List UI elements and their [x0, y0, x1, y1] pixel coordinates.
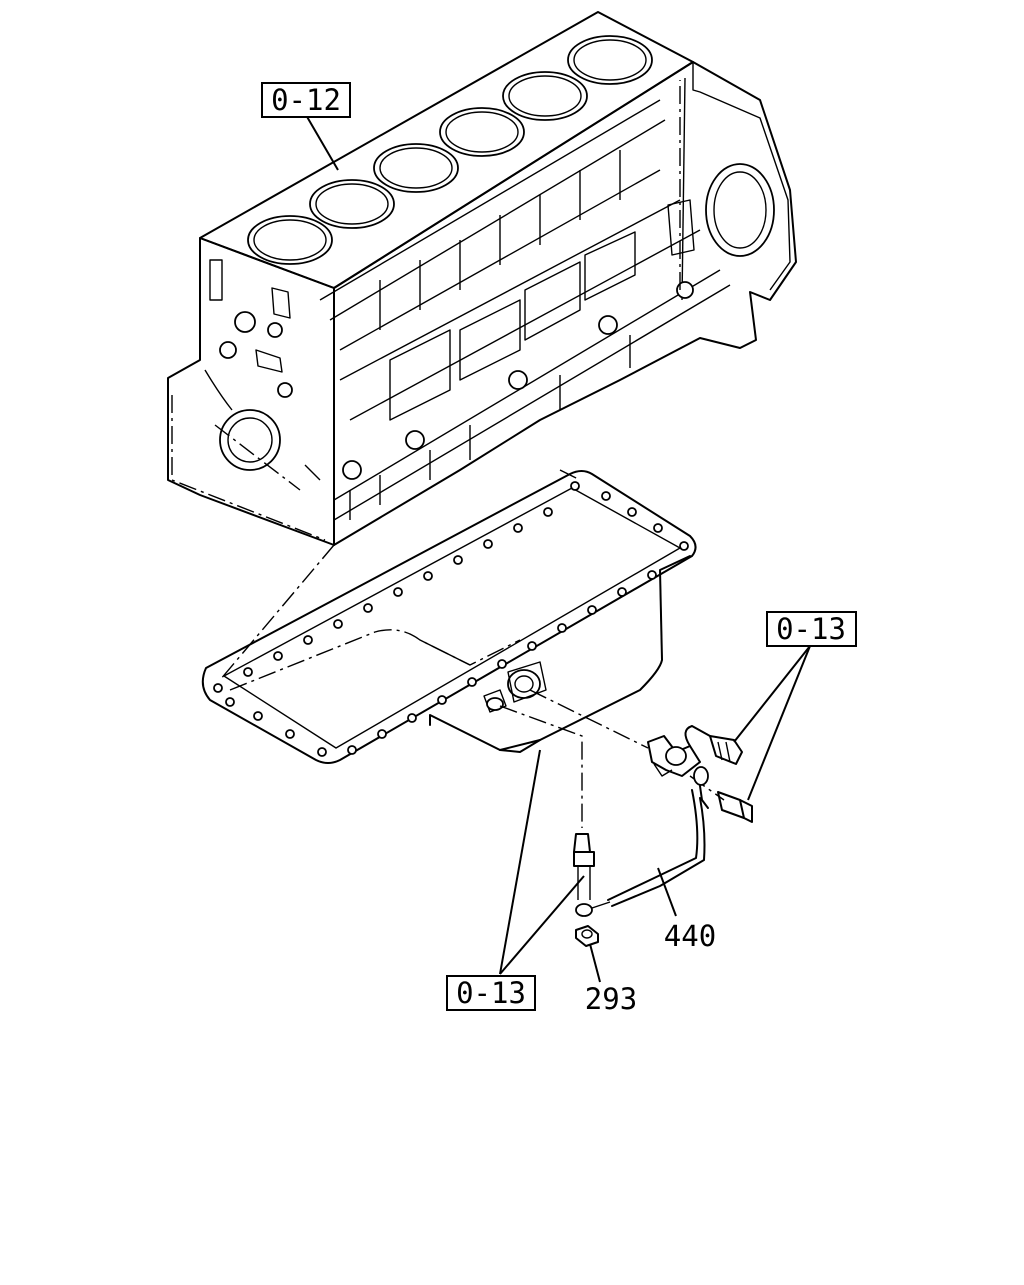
leader-lines — [305, 114, 811, 983]
callout-ref-block-text: 0-12 — [271, 83, 341, 117]
callout-box-ref-pan — [446, 975, 536, 1011]
harness-440 — [575, 766, 709, 917]
cylinder-block — [167, 11, 797, 546]
bore-2 — [309, 179, 395, 229]
sensor-connector — [709, 735, 743, 765]
bore-1 — [247, 215, 333, 265]
part-number-293[interactable]: 293 — [585, 982, 637, 1016]
bore-5 — [502, 71, 588, 121]
oil-level-sensor — [529, 689, 743, 777]
bore-3 — [373, 143, 459, 193]
callout-ref-sensor-text: 0-13 — [776, 612, 846, 646]
nut-293 — [575, 925, 599, 947]
part-number-440[interactable]: 440 — [664, 919, 716, 953]
callout-ref-sensor[interactable]: 0-13 — [766, 611, 857, 647]
callout-box-ref-sensor — [766, 611, 857, 647]
callout-box-ref-block — [261, 82, 351, 118]
bore-6 — [567, 35, 653, 85]
callout-ref-pan-text: 0-13 — [456, 976, 526, 1010]
flange-bolt-holes — [213, 481, 689, 757]
callout-ref-pan[interactable]: 0-13 — [446, 975, 536, 1011]
callout-ref-block[interactable]: 0-12 — [261, 82, 351, 118]
oil-pan — [201, 470, 697, 764]
bore-4 — [439, 107, 525, 157]
drain-stud — [499, 705, 595, 900]
